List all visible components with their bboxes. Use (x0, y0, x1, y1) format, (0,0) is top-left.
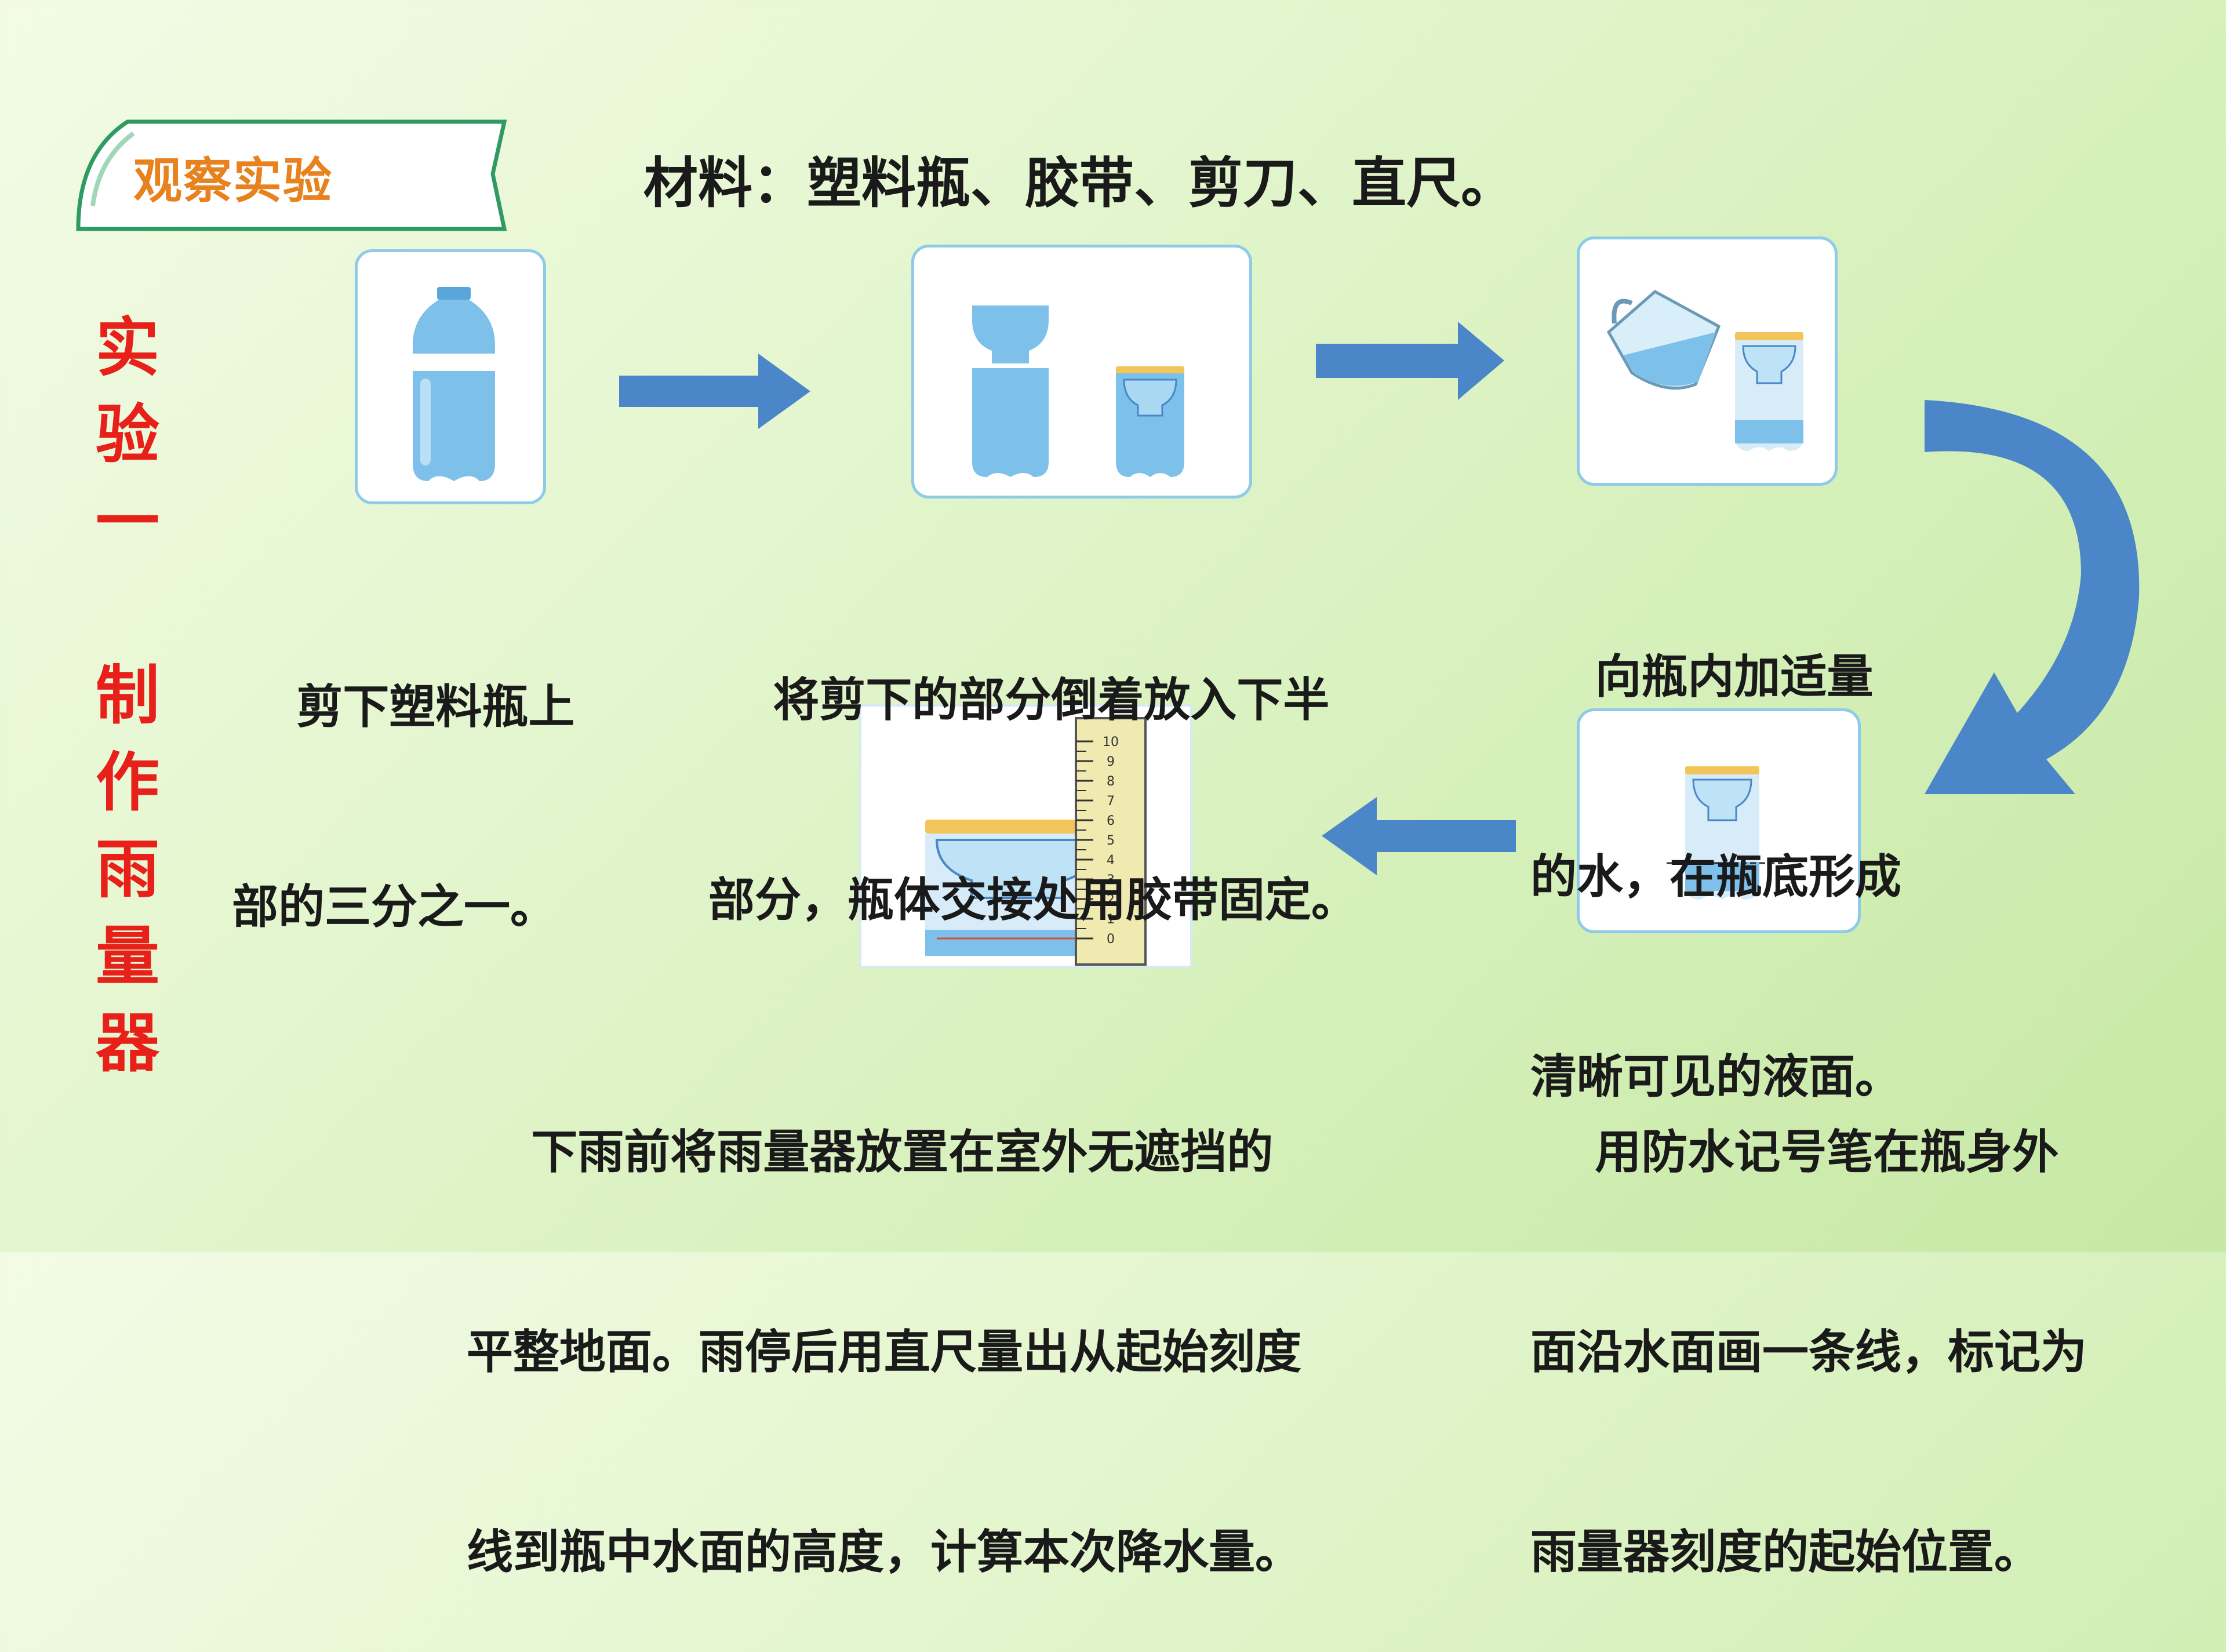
caption-line: 线到瓶中水面的高度，计算本次降水量。 (467, 1524, 1301, 1579)
ruler-label: 9 (1107, 755, 1115, 769)
title-char: 器 (96, 1006, 159, 1080)
title-char: 制 (96, 658, 159, 733)
caption-line: 清晰可见的液面。 (1530, 1049, 1901, 1104)
bottle-cap-icon (437, 287, 471, 300)
caption-line: 用防水记号笔在瓶身外 (1530, 1125, 2059, 1179)
caption-line: 部分，瓶体交接处用胶带固定。 (708, 872, 1358, 927)
tape-icon (925, 820, 1111, 834)
ruler-label: 3 (1107, 873, 1115, 887)
section-tag-label: 观察实验 (133, 152, 333, 209)
step2-image (911, 245, 1252, 498)
step3-image (1577, 236, 1838, 486)
bottle-bottom-icon (972, 368, 1049, 477)
tape-icon (1735, 332, 1803, 340)
caption-line: 部的三分之一。 (232, 879, 556, 934)
ruler-label: 4 (1107, 853, 1115, 868)
step1-image (355, 249, 546, 504)
caption-line: 雨量器刻度的起始位置。 (1530, 1524, 2040, 1579)
ruler-label: 1 (1107, 912, 1115, 927)
tape-icon (1116, 366, 1184, 373)
arrow-left (1322, 797, 1516, 875)
caption-line: 的水，在瓶底形成 (1530, 849, 1901, 904)
step1-caption: 剪下塑料瓶上 部的三分之一。 (232, 540, 574, 1007)
experiment-title: 实 验 一 制 作 雨 量 器 (93, 304, 162, 1087)
ruler-label: 10 (1103, 735, 1119, 749)
step2-caption: 将剪下的部分倒着放入下半 部分，瓶体交接处用胶带固定。 (708, 533, 1358, 1000)
ruler-label: 5 (1107, 834, 1115, 848)
title-char: 实 (96, 310, 159, 385)
title-char: 雨 (96, 832, 159, 907)
arrow-right-1 (619, 354, 810, 429)
caption-line: 平整地面。雨停后用直尺量出从起始刻度 (467, 1324, 1301, 1379)
caption-line: 下雨前将雨量器放置在室外无遮挡的 (467, 1125, 1274, 1179)
ruler-label: 6 (1107, 814, 1115, 828)
title-char: 验 (96, 397, 159, 472)
curved-arrow (1925, 400, 2140, 794)
pitcher-icon (1606, 289, 1721, 390)
caption-line: 面沿水面画一条线，标记为 (1530, 1324, 2087, 1379)
materials-text: 材料：塑料瓶、胶带、剪刀、直尺。 (643, 151, 1516, 215)
step5-caption: 下雨前将雨量器放置在室外无遮挡的 平整地面。雨停后用直尺量出从起始刻度 线到瓶中… (467, 985, 1301, 1652)
arrow-right-2 (1316, 322, 1504, 400)
caption-line: 向瓶内加适量 (1530, 649, 1874, 704)
step4-caption: 用防水记号笔在瓶身外 面沿水面画一条线，标记为 雨量器刻度的起始位置。 (1530, 985, 2087, 1652)
bottle-top-icon (413, 300, 495, 354)
ruler-label: 8 (1107, 774, 1115, 789)
step4-image (1577, 708, 1861, 933)
bottle-bottom-icon (413, 371, 495, 481)
inverted-top-icon (972, 305, 1049, 363)
ruler-label: 7 (1107, 794, 1115, 809)
title-char: 一 (96, 484, 159, 559)
title-char: 作 (96, 745, 159, 820)
tape-icon (1685, 766, 1759, 774)
caption-line: 剪下塑料瓶上 (232, 679, 575, 734)
title-char: 量 (96, 919, 159, 994)
step3-caption: 向瓶内加适量 的水，在瓶底形成 清晰可见的液面。 (1530, 510, 1901, 1177)
caption-line: 将剪下的部分倒着放入下半 (708, 672, 1330, 727)
ruler-label: 0 (1107, 932, 1115, 947)
section-tag (76, 119, 507, 231)
ruler-label: 2 (1107, 893, 1115, 907)
